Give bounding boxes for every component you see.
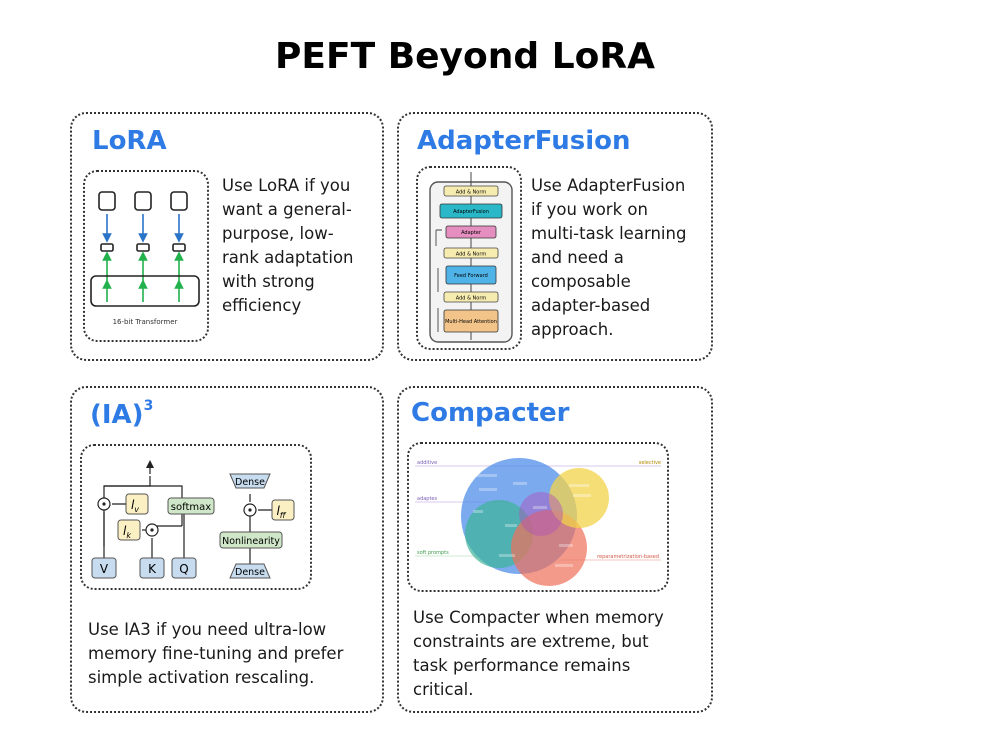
ia3-dense-bottom xyxy=(229,563,271,579)
ia3-dense-top xyxy=(229,473,271,489)
page-title: PEFT Beyond LoRA xyxy=(275,36,655,77)
lora-small-boxes xyxy=(100,243,186,252)
compacter-venn-diagram: additive adaptes soft prompts selective … xyxy=(415,458,661,586)
ia3-title-text: (IA) xyxy=(90,400,144,430)
af-add-norm-top xyxy=(443,185,499,197)
compacter-selective-circle xyxy=(549,468,609,528)
ia3-softmax-box xyxy=(167,497,215,515)
compacter-additive-label: additive xyxy=(417,460,437,466)
ia3-q-label: Q xyxy=(179,562,188,576)
lora-blue-arrows xyxy=(102,214,184,243)
compacter-reparam-circle xyxy=(511,510,587,586)
lora-figure-label: 16-bit Transformer xyxy=(113,318,178,326)
lora-description: Use LoRA if you want a general- purpose,… xyxy=(222,176,354,315)
svg-text:lv: lv xyxy=(131,498,139,514)
compacter-description: Use Compacter when memory constraints ar… xyxy=(413,608,664,699)
ia3-lk-box xyxy=(117,519,141,541)
af-add-norm-bottom xyxy=(443,291,499,303)
af-feed-forward-block xyxy=(445,265,497,285)
ia3-card-title: (IA)3 xyxy=(90,398,154,430)
compacter-method-labels xyxy=(473,474,591,567)
compacter-adaptes-label: adaptes xyxy=(417,496,438,502)
ia3-diagram: lv lk softmax V K Q Dense lff Nonlineari… xyxy=(91,460,295,579)
ia3-nonlinearity-box xyxy=(219,531,283,549)
lora-card-title: LoRA xyxy=(92,126,167,156)
ia3-v-box xyxy=(91,557,117,579)
af-add-norm-mid-label: Add & Norm xyxy=(456,252,487,258)
lora-diagram: 16-bit Transformer xyxy=(90,191,200,326)
ia3-figure: lv lk softmax V K Q Dense lff Nonlineari… xyxy=(80,444,312,590)
adapterfusion-diagram: Add & Norm AdapterFusion Adapter Add & N… xyxy=(429,172,513,343)
af-adapterfusion-block xyxy=(439,203,503,219)
adapterfusion-figure: Add & Norm AdapterFusion Adapter Add & N… xyxy=(416,166,522,350)
af-add-norm-mid xyxy=(443,247,499,259)
ia3-k-label: K xyxy=(148,562,157,576)
lora-top-boxes xyxy=(98,191,188,211)
ia3-q-box xyxy=(171,557,197,579)
compacter-card-title: Compacter xyxy=(411,398,570,428)
ia3-lff-box xyxy=(271,499,295,521)
lora-figure: 16-bit Transformer xyxy=(83,170,209,342)
af-adapterfusion-label: AdapterFusion xyxy=(453,209,489,215)
ia3-v-label: V xyxy=(100,562,109,576)
af-adapter-block xyxy=(445,225,497,239)
ia3-lv-box xyxy=(125,493,149,515)
compacter-soft-prompts-label: soft prompts xyxy=(417,550,449,556)
af-attention-block xyxy=(443,309,499,333)
ia3-card: (IA)3 xyxy=(70,386,384,713)
compacter-selective-label: selective xyxy=(639,460,661,466)
compacter-figure: additive adaptes soft prompts selective … xyxy=(407,442,669,592)
af-add-norm-bottom-label: Add & Norm xyxy=(456,296,487,302)
adapterfusion-card: AdapterFusion Add & Norm AdapterFusion A… xyxy=(397,112,713,361)
svg-text:lff: lff xyxy=(276,504,286,520)
svg-text:lk: lk xyxy=(123,524,131,540)
ia3-title-sup: 3 xyxy=(143,398,154,414)
adapterfusion-description: Use AdapterFusion if you work on multi-t… xyxy=(531,176,687,339)
af-feed-forward-label: Feed Forward xyxy=(454,273,488,279)
af-add-norm-top-label: Add & Norm xyxy=(456,190,487,196)
ia3-softmax-label: softmax xyxy=(171,502,211,513)
adapterfusion-card-title: AdapterFusion xyxy=(417,126,631,156)
af-attention-label: Multi-Head Attention xyxy=(445,319,497,325)
af-adapter-label: Adapter xyxy=(461,230,482,236)
compacter-reparam-label: reparametrization-based xyxy=(597,554,659,560)
compacter-card: Compacter additive adaptes soft prompts … xyxy=(397,386,713,713)
ia3-description: Use IA3 if you need ultra-low memory fin… xyxy=(88,620,344,687)
lora-green-arrows xyxy=(102,251,184,284)
ia3-dense-top-label: Dense xyxy=(235,477,265,488)
ia3-nonlinearity-label: Nonlinearity xyxy=(222,536,280,547)
ia3-dense-bottom-label: Dense xyxy=(235,567,265,578)
ia3-k-box xyxy=(139,557,165,579)
lora-transformer-box xyxy=(90,275,200,307)
compacter-overlap-circle xyxy=(519,492,563,536)
lora-card: LoRA xyxy=(70,112,384,361)
